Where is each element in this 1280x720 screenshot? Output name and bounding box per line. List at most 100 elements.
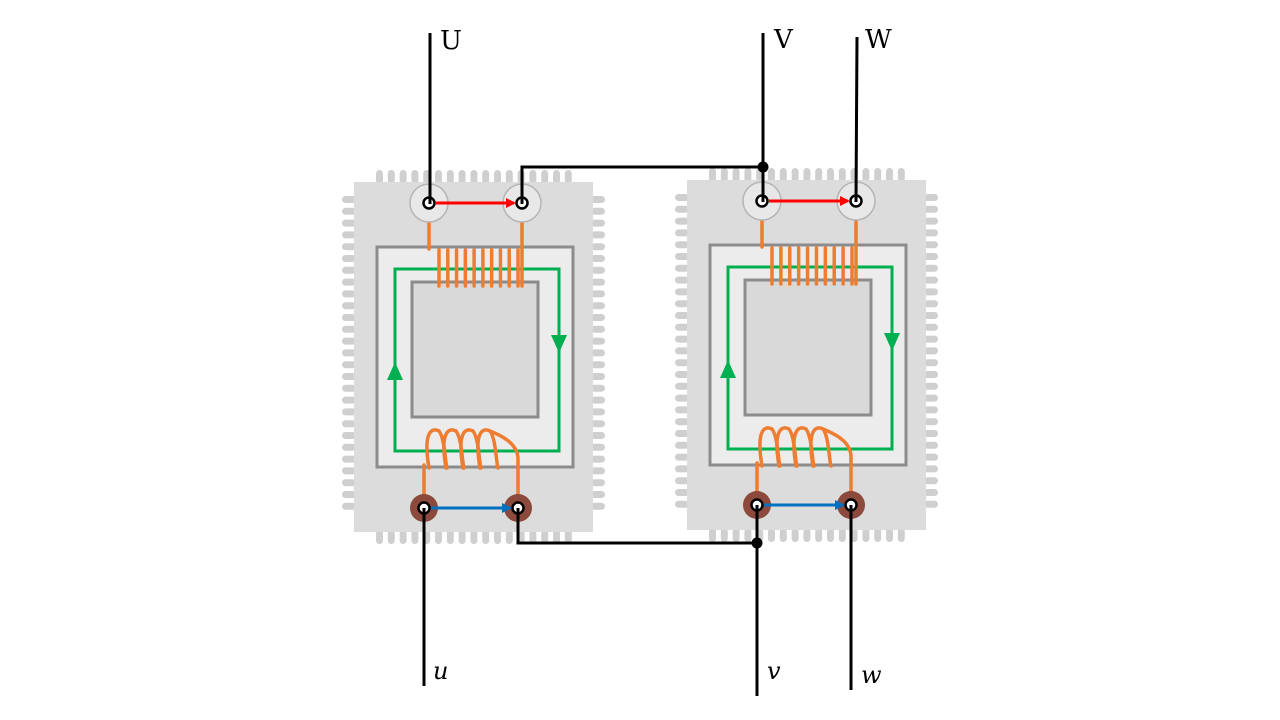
- fin-top: [564, 170, 572, 184]
- flux-arrow-up: [387, 362, 403, 380]
- fin-right: [924, 453, 938, 461]
- fin-top: [720, 168, 728, 182]
- secondary-lead-b: [821, 427, 853, 507]
- fin-right: [924, 335, 938, 343]
- fin-left: [342, 443, 356, 451]
- label-u: u: [433, 657, 448, 685]
- fin-left: [675, 335, 689, 343]
- fin-right: [591, 502, 605, 510]
- transformer-left: [342, 170, 605, 544]
- fin-left: [342, 455, 356, 463]
- fin-left: [675, 205, 689, 213]
- fin-right: [591, 337, 605, 345]
- fin-right: [924, 430, 938, 437]
- fin-right: [591, 479, 605, 487]
- fin-left: [675, 229, 689, 237]
- fin-right: [591, 243, 605, 251]
- fin-left: [675, 453, 689, 461]
- fin-left: [675, 253, 689, 260]
- fin-right: [924, 323, 938, 331]
- fin-top: [732, 168, 740, 182]
- fin-left: [342, 231, 356, 239]
- fin-left: [342, 491, 356, 498]
- fin-right: [591, 231, 605, 239]
- fin-bottom: [897, 528, 905, 542]
- transformer-right: [675, 168, 938, 542]
- fin-left: [342, 266, 356, 274]
- fin-left: [342, 420, 356, 428]
- fin-top: [376, 170, 383, 184]
- fin-top: [897, 168, 905, 182]
- fin-bottom: [494, 530, 501, 544]
- fin-bottom: [435, 530, 442, 544]
- fin-right: [591, 361, 605, 369]
- fin-top: [815, 168, 823, 182]
- fin-top: [768, 168, 775, 182]
- fin-bottom: [744, 528, 752, 542]
- wire-primary-interconnect: [520, 165, 763, 204]
- fin-left: [342, 361, 356, 369]
- label-U: U: [440, 26, 462, 56]
- fin-left: [675, 276, 689, 284]
- fin-right: [591, 408, 605, 416]
- fin-bottom: [791, 528, 799, 542]
- fin-bottom: [376, 530, 383, 544]
- fin-left: [675, 217, 689, 225]
- fin-top: [399, 170, 407, 184]
- fin-top: [482, 170, 490, 184]
- fin-right: [591, 314, 605, 321]
- fin-bottom: [529, 530, 537, 544]
- label-v: v: [767, 657, 781, 685]
- fin-bottom: [779, 528, 787, 542]
- fin-top: [886, 168, 893, 182]
- fin-top: [862, 168, 870, 182]
- fin-bottom: [720, 528, 728, 542]
- secondary-winding: [755, 426, 853, 507]
- cooling-fins: [342, 170, 605, 544]
- fin-left: [675, 394, 689, 402]
- fin-left: [342, 255, 356, 262]
- fin-left: [342, 384, 356, 392]
- wire-secondary-interconnect: [516, 508, 757, 545]
- fin-top: [791, 168, 799, 182]
- fin-right: [924, 276, 938, 284]
- fin-top: [387, 170, 395, 184]
- fin-left: [675, 241, 689, 249]
- fin-right: [591, 290, 605, 298]
- fin-right: [924, 217, 938, 225]
- fin-left: [675, 371, 689, 378]
- fin-left: [342, 479, 356, 487]
- fin-left: [675, 441, 689, 449]
- fin-bottom: [768, 528, 775, 542]
- fin-left: [342, 219, 356, 227]
- fin-left: [675, 288, 689, 296]
- fin-bottom: [564, 530, 572, 544]
- fin-right: [591, 266, 605, 274]
- label-W: W: [865, 25, 892, 55]
- fin-right: [924, 241, 938, 249]
- fin-top: [458, 170, 466, 184]
- fin-right: [591, 219, 605, 227]
- fin-left: [675, 500, 689, 508]
- fin-bottom: [886, 528, 893, 542]
- fin-bottom: [411, 530, 419, 544]
- fin-left: [675, 194, 689, 201]
- fin-right: [924, 253, 938, 260]
- fin-top: [838, 168, 846, 182]
- fin-right: [924, 406, 938, 414]
- fin-right: [591, 432, 605, 439]
- fin-left: [342, 302, 356, 310]
- fin-left: [342, 325, 356, 333]
- fin-top: [803, 168, 811, 182]
- fin-right: [924, 229, 938, 237]
- fin-right: [591, 373, 605, 380]
- fin-left: [675, 382, 689, 390]
- fin-top: [541, 170, 549, 184]
- cooling-fins: [675, 168, 938, 542]
- fin-right: [591, 349, 605, 357]
- fin-left: [342, 207, 356, 215]
- fin-right: [924, 394, 938, 402]
- fin-top: [423, 170, 431, 184]
- fin-right: [924, 500, 938, 508]
- fin-bottom: [482, 530, 490, 544]
